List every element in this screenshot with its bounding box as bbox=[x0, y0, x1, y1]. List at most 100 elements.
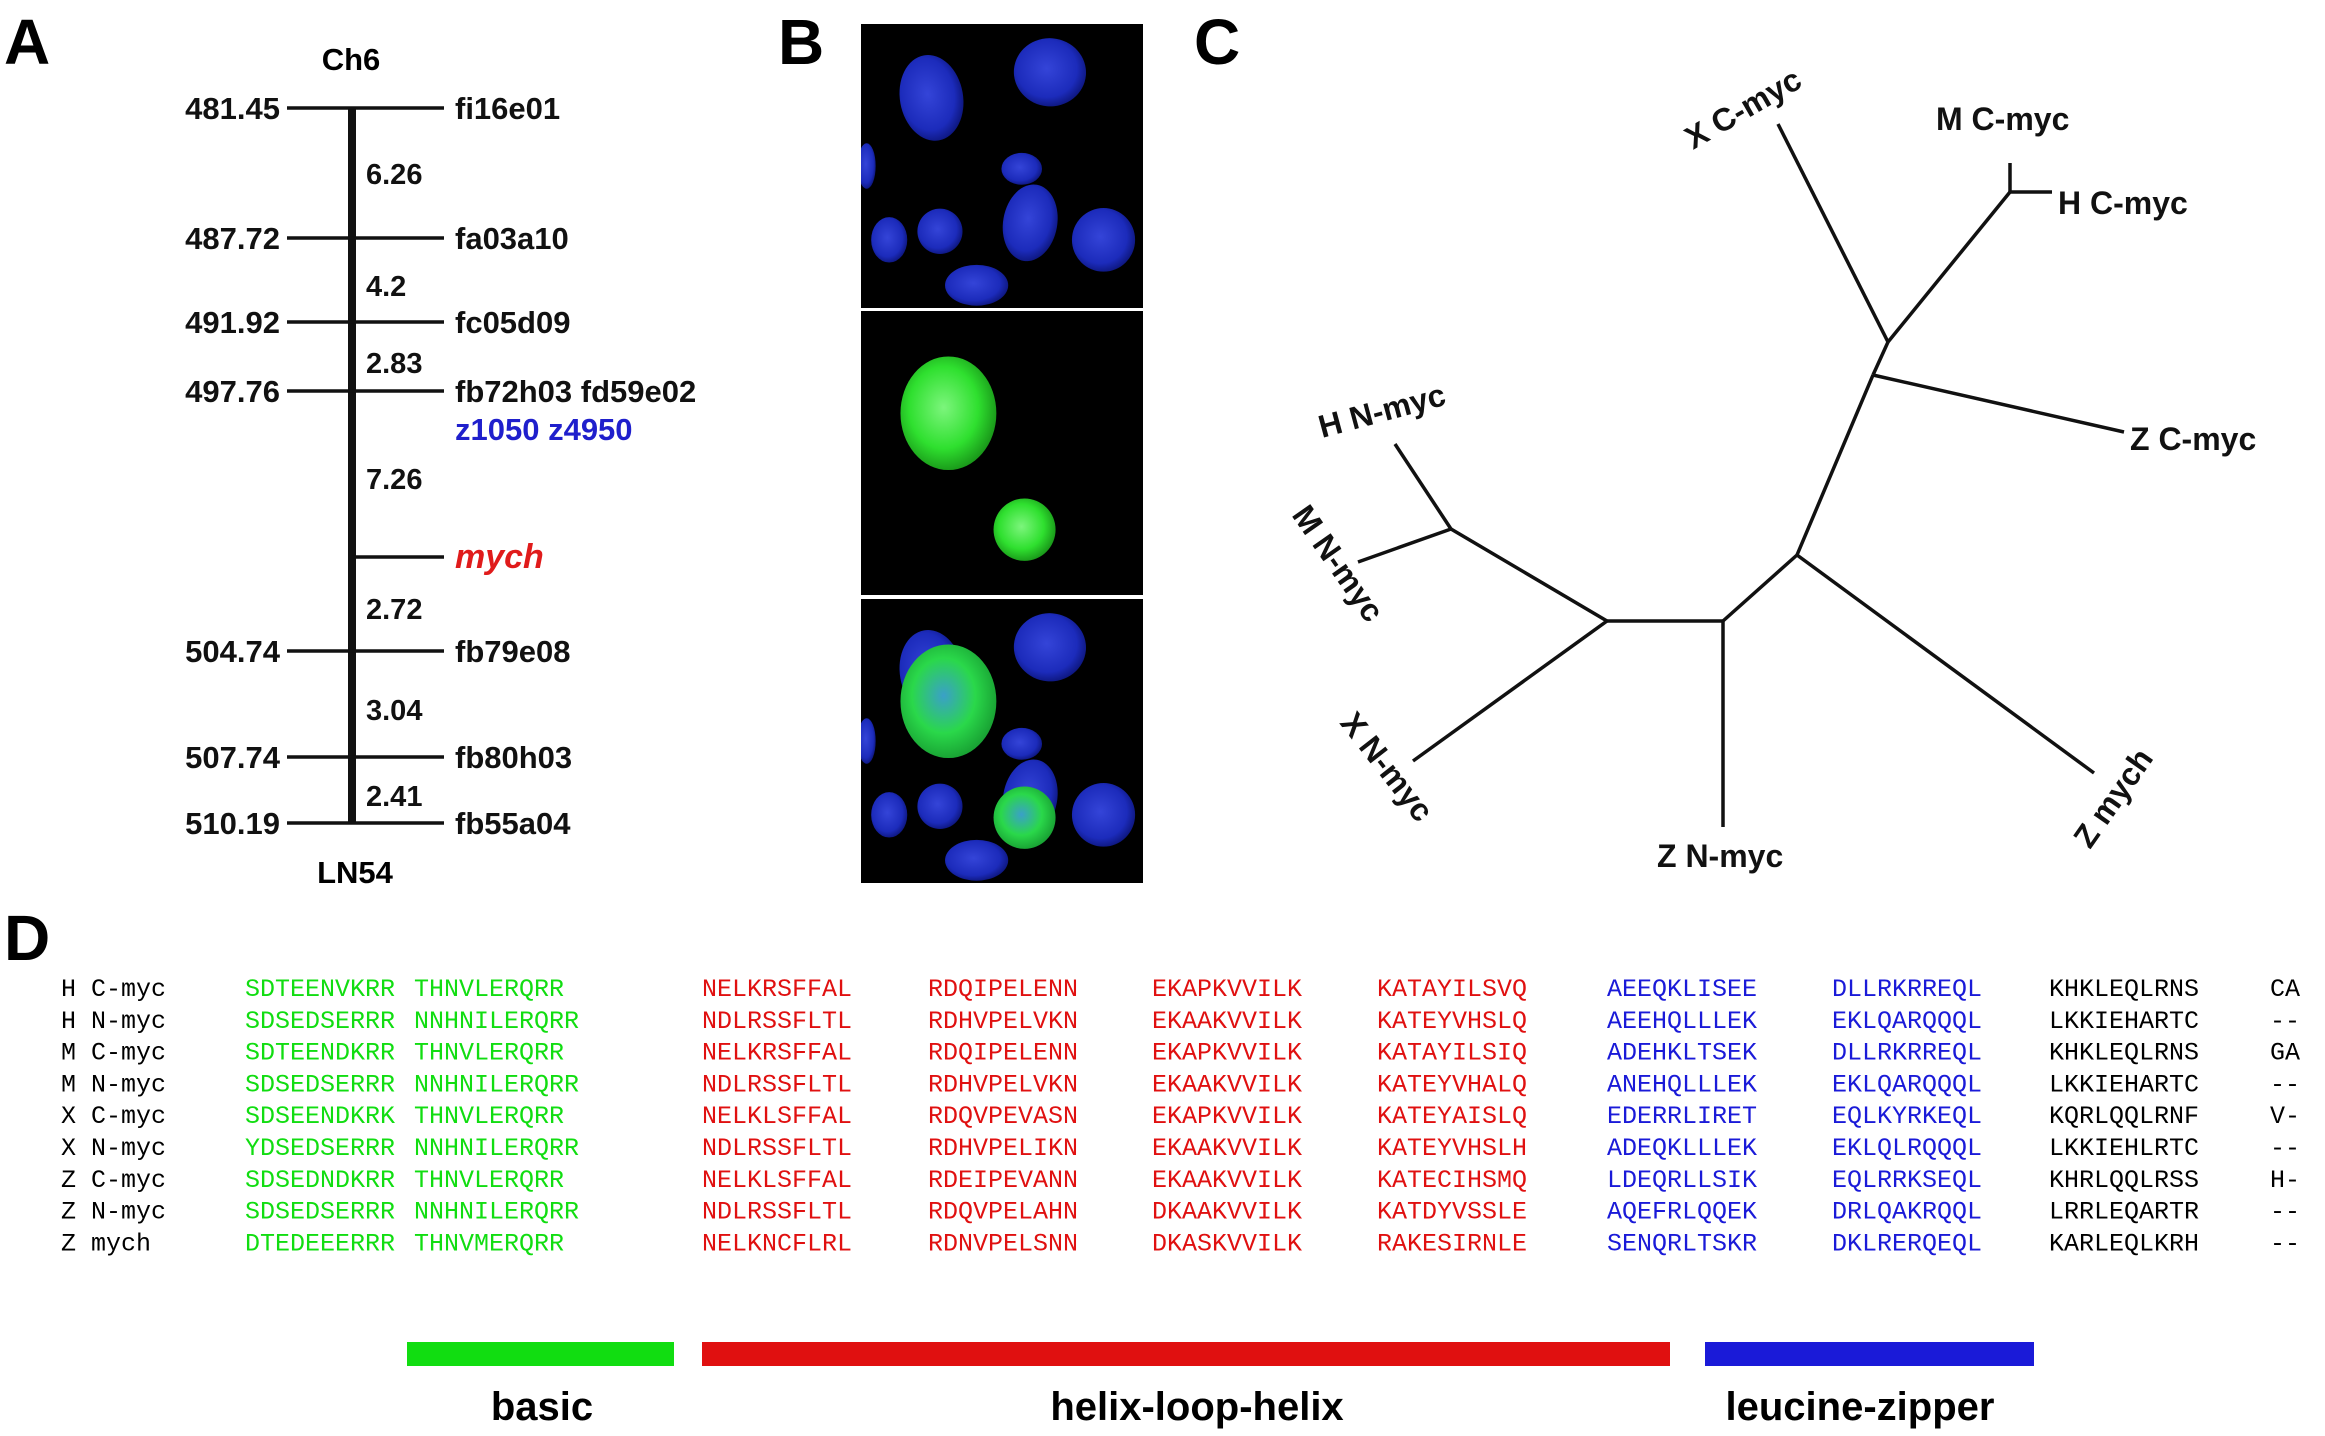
tree-branch bbox=[1886, 190, 2012, 344]
marker-name: fb80h03 bbox=[455, 740, 572, 775]
tree-branch bbox=[1795, 374, 1875, 556]
alignment-segment: NELKRSFFAL bbox=[702, 1039, 852, 1068]
tree-leaf-z-mych: Z mych bbox=[2066, 742, 2160, 854]
alignment-segment: LDEQRLLSIK bbox=[1607, 1166, 1757, 1195]
alignment-segment: KATEYAISLQ bbox=[1377, 1102, 1527, 1131]
alignment-segment: KHKLEQLRNS bbox=[2049, 1039, 2199, 1068]
marker-name: fb79e08 bbox=[455, 634, 570, 669]
alignment-segment: H- bbox=[2270, 1166, 2300, 1195]
interval-distance: 2.72 bbox=[366, 594, 422, 626]
alignment-segment: ADEHKLTSEK bbox=[1607, 1039, 1757, 1068]
micrograph-panel bbox=[861, 24, 1143, 883]
interval-distance: 2.41 bbox=[366, 781, 422, 813]
alignment-segment: AEEQKLISEE bbox=[1607, 975, 1757, 1004]
alignment-segment: NELKRSFFAL bbox=[702, 975, 852, 1004]
panel-label-c: C bbox=[1194, 6, 1240, 78]
nucleus bbox=[917, 783, 963, 830]
alignment-segment: EDERRLIRET bbox=[1607, 1102, 1757, 1131]
alignment-segment: EKLQARQQQL bbox=[1832, 1070, 1982, 1099]
alignment-segment: DKASKVVILK bbox=[1152, 1229, 1302, 1258]
alignment-segment: EQLRRKSEQL bbox=[1832, 1166, 1982, 1195]
domain-bar-basic bbox=[407, 1342, 674, 1366]
alignment-segment: NELKLSFFAL bbox=[702, 1166, 852, 1195]
interval-distance: 7.26 bbox=[366, 464, 422, 496]
alignment-segment: NNHNILERQRR bbox=[414, 1134, 579, 1163]
alignment-segment: EKAAKVVILK bbox=[1152, 1166, 1302, 1195]
domain-label-hlh: helix-loop-helix bbox=[1050, 1385, 1343, 1429]
alignment-segment: KATAYILSIQ bbox=[1377, 1039, 1527, 1068]
alignment-segment: RDEIPEVANN bbox=[928, 1166, 1078, 1195]
alignment-segment: KATEYVHSLQ bbox=[1377, 1007, 1527, 1036]
alignment-row-label: M N-myc bbox=[61, 1070, 166, 1099]
tree-leaf-x-n-myc: X N-myc bbox=[1333, 705, 1440, 828]
nucleus bbox=[1071, 783, 1136, 847]
alignment-row-label: Z C-myc bbox=[61, 1166, 166, 1195]
alignment-segment: SDSEDSERRR bbox=[245, 1007, 395, 1036]
domain-bar-hlh bbox=[702, 1342, 1670, 1366]
alignment-segment: KQRLQQLRNF bbox=[2049, 1102, 2199, 1131]
alignment-segment: LRRLEQARTR bbox=[2049, 1198, 2199, 1227]
alignment-segment: NDLRSSFLTL bbox=[702, 1134, 852, 1163]
nucleus bbox=[1002, 184, 1058, 262]
alignment-segment: NDLRSSFLTL bbox=[702, 1070, 852, 1099]
nucleus bbox=[1013, 38, 1087, 107]
gfp-positive-nucleus bbox=[993, 498, 1056, 561]
tree-branch bbox=[1393, 443, 1453, 530]
marker-position: 510.19 bbox=[185, 806, 280, 841]
nucleus bbox=[871, 792, 908, 838]
marker-position: 497.76 bbox=[185, 374, 280, 409]
marker-name: fa03a10 bbox=[455, 221, 569, 256]
alignment-segment: KHRLQQLRSS bbox=[2049, 1166, 2199, 1195]
tree-branch bbox=[1776, 123, 1890, 343]
alignment-segment: THNVMERQRR bbox=[414, 1229, 564, 1258]
phylogenetic-tree: X C-myc M C-myc H C-myc Z C-myc H N-myc … bbox=[1285, 61, 2256, 874]
mapping-panel-label: LN54 bbox=[317, 855, 394, 890]
alignment-segment: THNVLERQRR bbox=[414, 975, 564, 1004]
alignment-segment: SDTEENVKRR bbox=[245, 975, 395, 1004]
alignment-row-label: Z mych bbox=[61, 1229, 151, 1258]
alignment-segment: LKKIEHARTC bbox=[2049, 1007, 2199, 1036]
alignment-segment: SDTEENDKRR bbox=[245, 1039, 395, 1068]
alignment-segment: KATECIHSMQ bbox=[1377, 1166, 1527, 1195]
alignment-segment: EKAAKVVILK bbox=[1152, 1070, 1302, 1099]
alignment-segment: SDSEDSERRR bbox=[245, 1198, 395, 1227]
alignment-segment: THNVLERQRR bbox=[414, 1039, 564, 1068]
alignment-segment: GA bbox=[2270, 1039, 2300, 1068]
panel-label-a: A bbox=[4, 6, 50, 78]
nucleus bbox=[899, 54, 964, 141]
alignment-segment: DLLRKRREQL bbox=[1832, 1039, 1982, 1068]
alignment-segment: NELKLSFFAL bbox=[702, 1102, 852, 1131]
alignment-segment: SDSEDSERRR bbox=[245, 1070, 395, 1099]
marker-position: 481.45 bbox=[185, 91, 280, 126]
tree-leaf-z-c-myc: Z C-myc bbox=[2130, 421, 2256, 457]
micrograph-merge bbox=[861, 599, 1143, 883]
tree-leaf-h-n-myc: H N-myc bbox=[1314, 376, 1449, 444]
alignment-segment: DKAAKVVILK bbox=[1152, 1198, 1302, 1227]
alignment-segment: NNHNILERQRR bbox=[414, 1007, 579, 1036]
tree-leaf-z-n-myc: Z N-myc bbox=[1657, 838, 1783, 874]
nucleus bbox=[945, 264, 1009, 306]
tree-branch bbox=[1721, 553, 1799, 623]
alignment-segment: EKAAKVVILK bbox=[1152, 1134, 1302, 1163]
domain-bar-leucine-zipper bbox=[1705, 1342, 2034, 1366]
alignment-segment: DLLRKRREQL bbox=[1832, 975, 1982, 1004]
alignment-segment: NDLRSSFLTL bbox=[702, 1007, 852, 1036]
tree-branch bbox=[1872, 373, 2125, 434]
alignment-segment: SDSEENDKRK bbox=[245, 1102, 395, 1131]
alignment-segment: RDQVPEVASN bbox=[928, 1102, 1078, 1131]
alignment-segment: SDSEDNDKRR bbox=[245, 1166, 395, 1195]
nucleus bbox=[1001, 727, 1043, 760]
marker-name: fc05d09 bbox=[455, 305, 570, 340]
nucleus bbox=[871, 217, 908, 263]
alignment-segment: KATDYVSSLE bbox=[1377, 1198, 1527, 1227]
alignment-segment: RDQIPELENN bbox=[928, 975, 1078, 1004]
nucleus bbox=[861, 143, 876, 189]
nucleus bbox=[1001, 152, 1043, 185]
marker-name: fb72h03 fd59e02 bbox=[455, 374, 696, 409]
domain-label-basic: basic bbox=[491, 1385, 593, 1429]
alignment-segment: AEEHQLLLEK bbox=[1607, 1007, 1757, 1036]
alignment-segment: NNHNILERQRR bbox=[414, 1070, 579, 1099]
alignment-segment: EKLQARQQQL bbox=[1832, 1007, 1982, 1036]
